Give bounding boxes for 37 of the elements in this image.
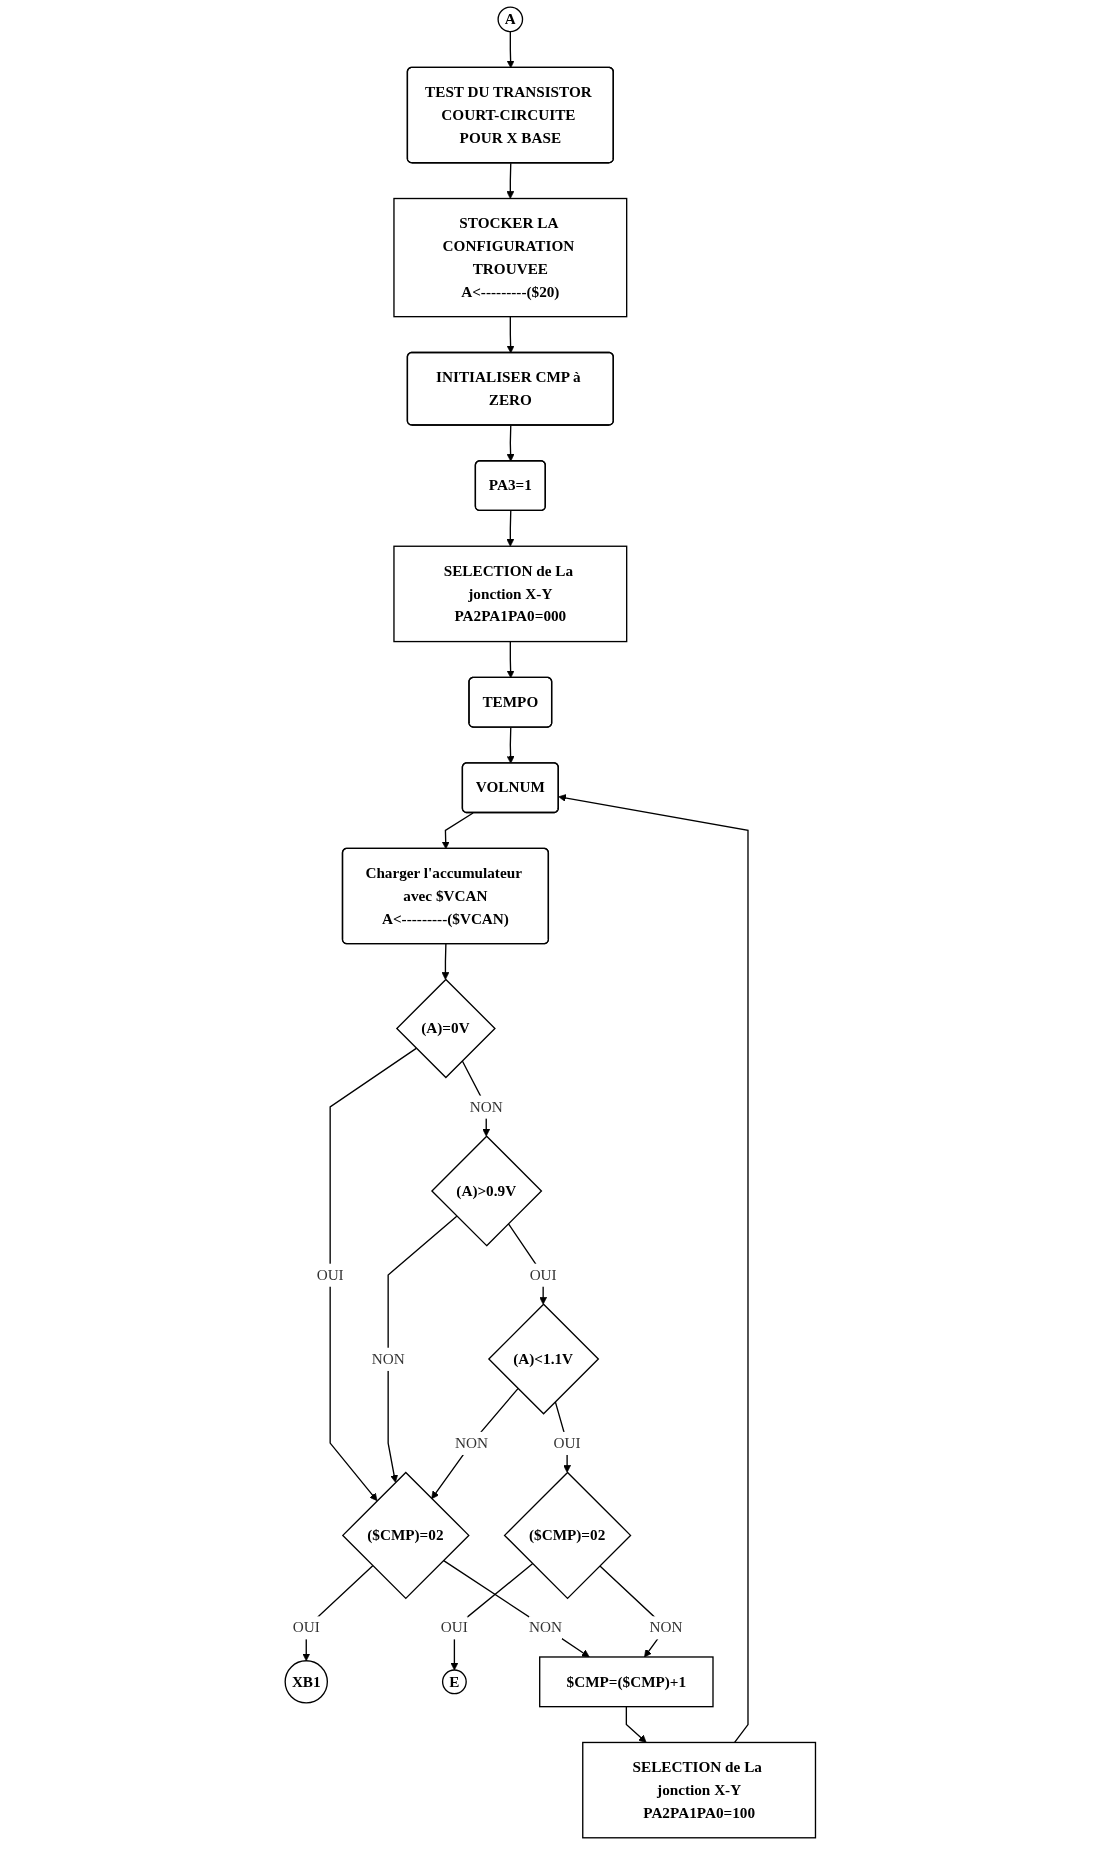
arrow bbox=[441, 812, 474, 850]
edge-label: NON bbox=[649, 1618, 683, 1636]
node-box: STOCKER LA CONFIGURATION TROUVEE A<---------($20) bbox=[392, 197, 627, 318]
arrow bbox=[431, 1387, 519, 1500]
node-box: SELECTION de La jonction X-Y PA2PA1PA0=100 bbox=[581, 1741, 816, 1839]
edge-label: NON bbox=[469, 1098, 503, 1116]
arrow bbox=[506, 316, 515, 354]
node-circle: E bbox=[441, 1669, 467, 1695]
node-diamond: (A)=0V bbox=[395, 978, 496, 1079]
edge-label: NON bbox=[528, 1618, 562, 1636]
edge-label: OUI bbox=[440, 1618, 468, 1636]
arrow bbox=[506, 424, 515, 462]
node-box: SELECTION de La jonction X-Y PA2PA1PA0=000 bbox=[392, 545, 627, 643]
arrow bbox=[442, 1559, 590, 1658]
node-circle: A bbox=[497, 6, 523, 33]
edge-label: OUI bbox=[529, 1266, 557, 1284]
edge-label: NON bbox=[454, 1434, 488, 1452]
arrow bbox=[506, 726, 515, 764]
node-diamond: ($CMP)=02 bbox=[503, 1471, 632, 1600]
node-diamond: (A)>0.9V bbox=[430, 1135, 543, 1247]
arrow bbox=[387, 1215, 458, 1483]
arrow bbox=[625, 1706, 647, 1743]
node-diamond: (A)<1.1V bbox=[487, 1303, 599, 1415]
node-box: $CMP=($CMP)+1 bbox=[538, 1656, 714, 1708]
arrow bbox=[506, 510, 514, 547]
arrow bbox=[506, 640, 515, 679]
arrow bbox=[329, 1047, 417, 1502]
arrow bbox=[506, 30, 515, 69]
edge-label: OUI bbox=[316, 1266, 344, 1284]
edge-label: OUI bbox=[292, 1618, 320, 1636]
arrow bbox=[558, 794, 749, 1744]
node-diamond: ($CMP)=02 bbox=[341, 1471, 470, 1600]
arrow bbox=[506, 162, 514, 199]
arrow bbox=[441, 943, 450, 980]
node-circle: XB1 bbox=[284, 1660, 328, 1704]
edge-label: OUI bbox=[553, 1434, 581, 1452]
edge-label: NON bbox=[371, 1350, 405, 1368]
